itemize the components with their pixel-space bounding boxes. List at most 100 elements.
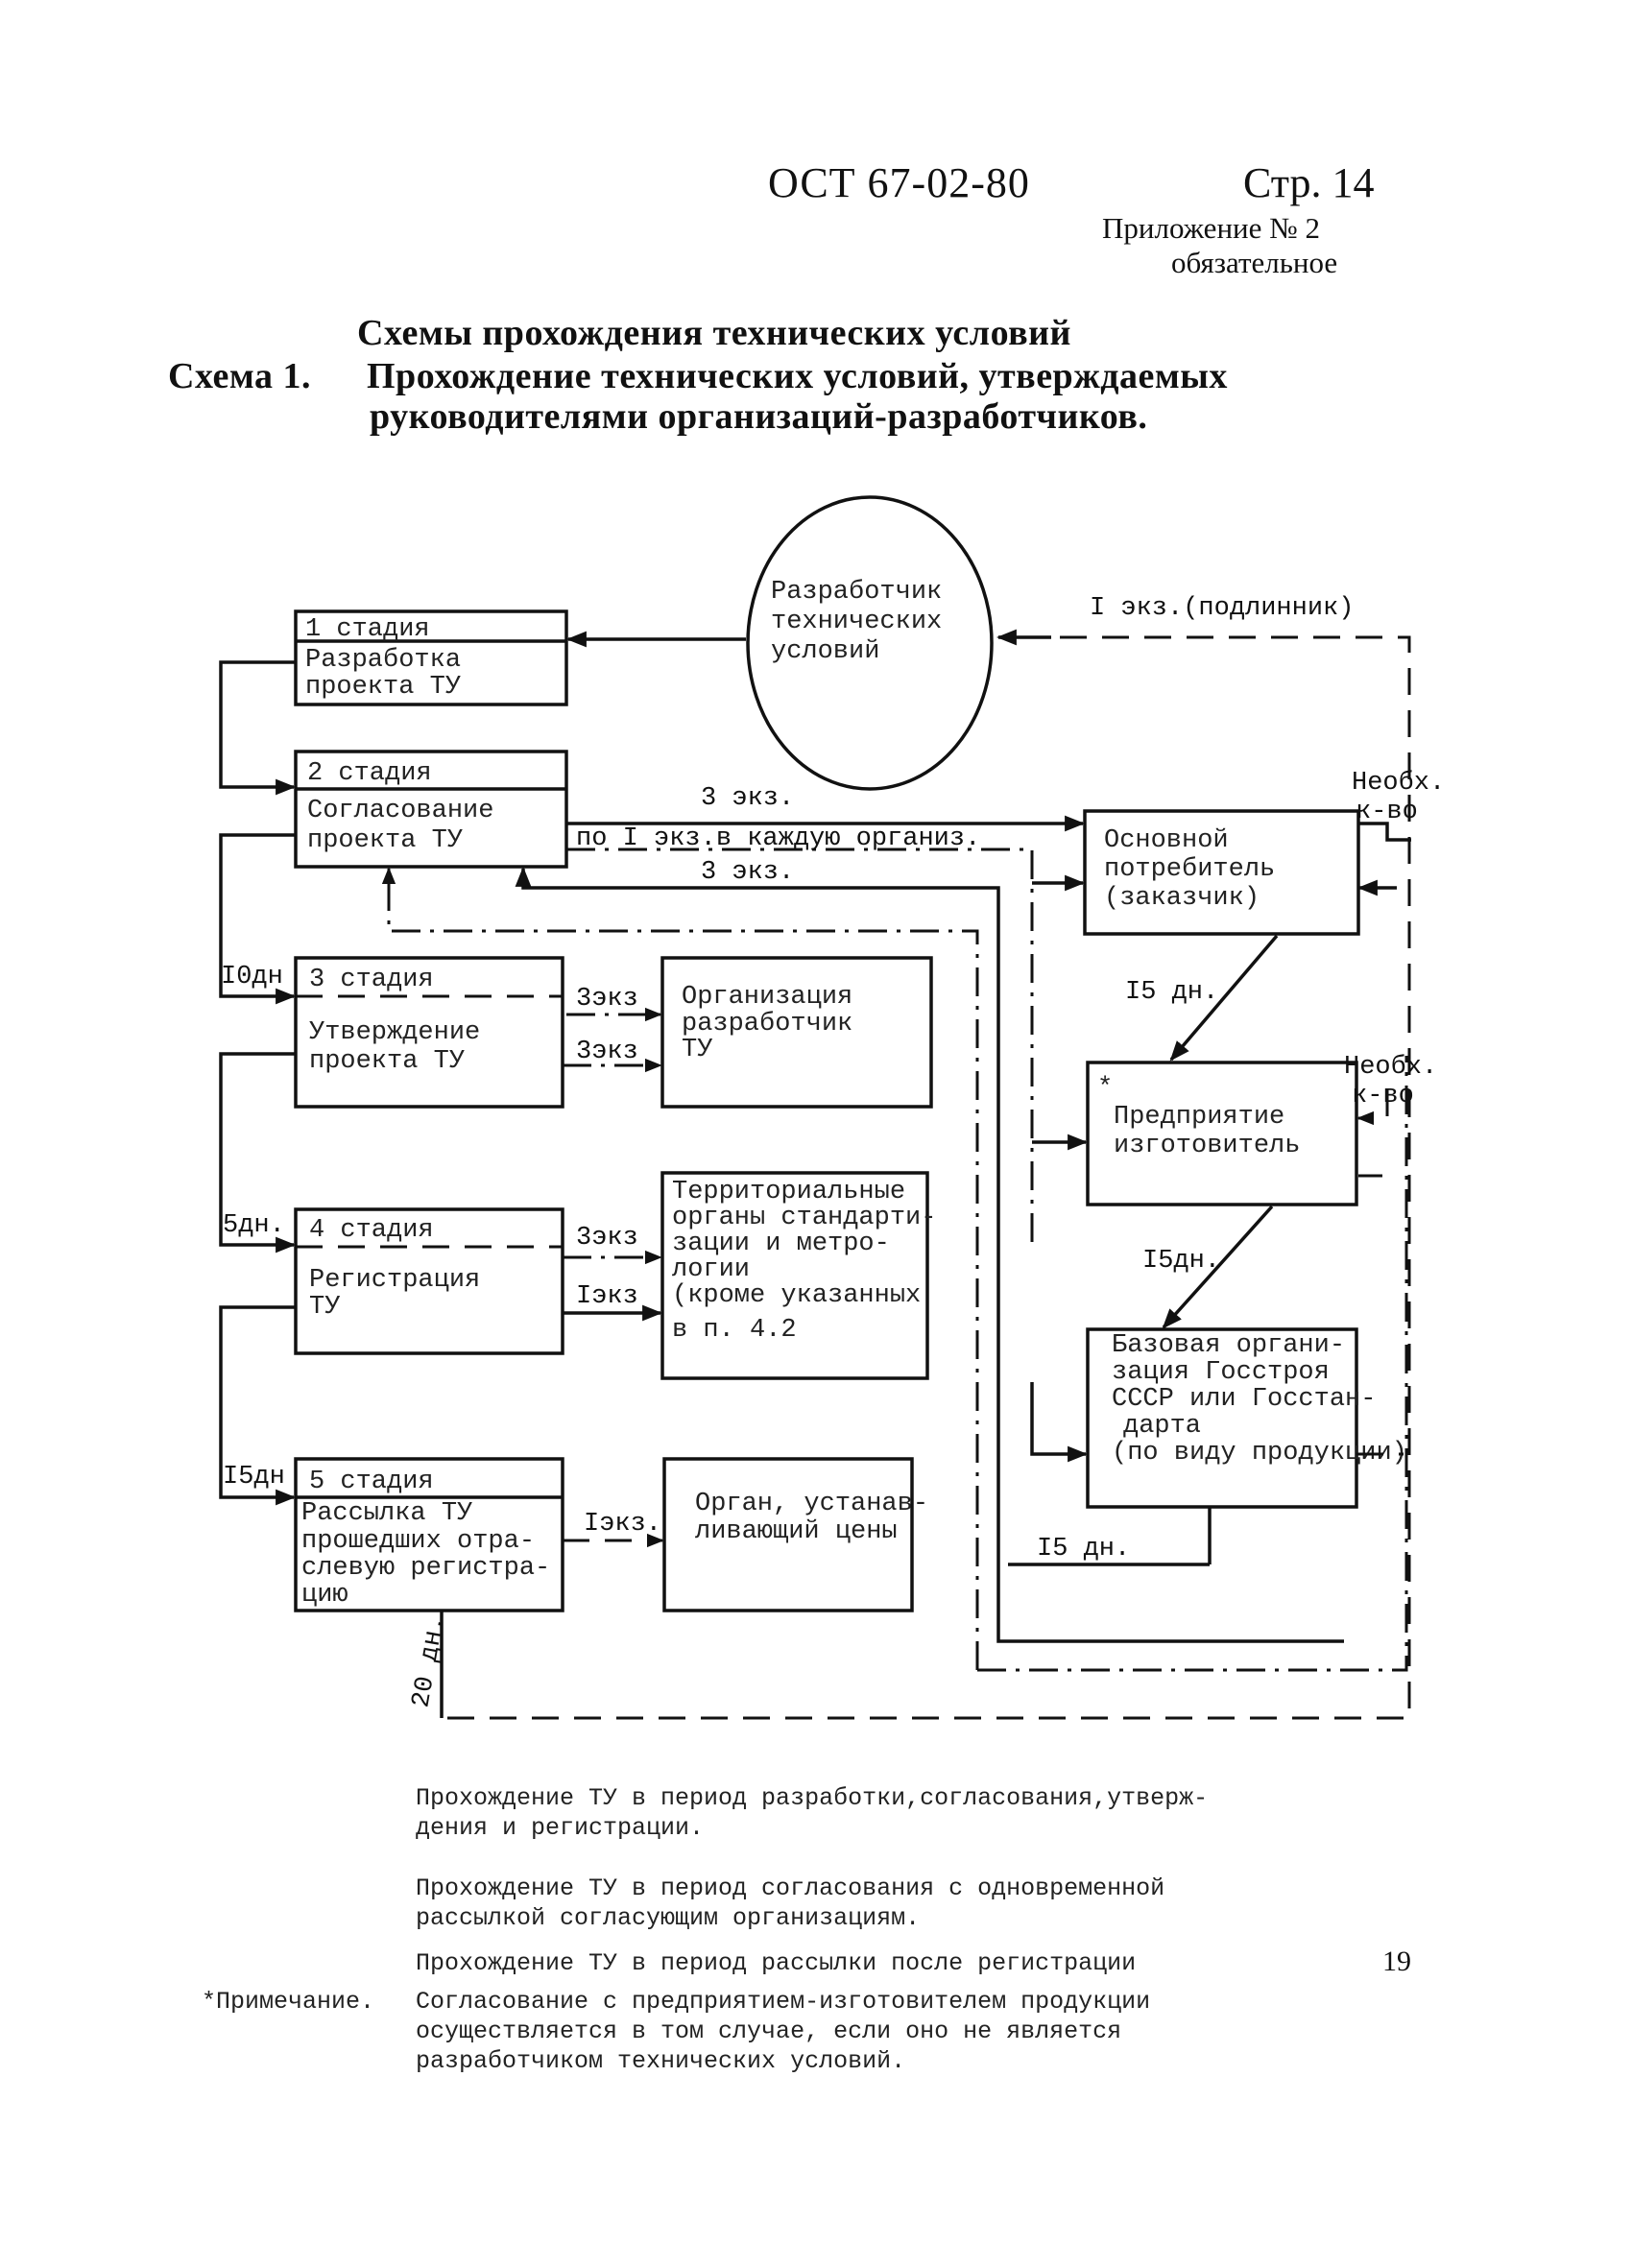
org-territorial-line-5: (кроме указанных xyxy=(672,1281,921,1310)
days-15-stage5-label: I5дн xyxy=(223,1463,285,1492)
copies-3-c-label: 3экз xyxy=(576,1224,638,1253)
stage-5-head: 5 стадия xyxy=(309,1468,434,1496)
original-copy-label: I экз.(подлинник) xyxy=(1090,594,1354,623)
org-territorial-line-6: в п. 4.2 xyxy=(672,1316,797,1345)
scheme-title: Прохождение технических условий, утвержд… xyxy=(367,356,1228,396)
org-base-line-1: Базовая органи- xyxy=(1112,1331,1345,1360)
stage-4-box: 4 стадия Регистрация ТУ xyxy=(294,1207,564,1355)
org-territorial-box: Территориальные органы стандарти- зации … xyxy=(660,1171,936,1380)
org-manufacturer-mark: * xyxy=(1097,1074,1113,1103)
org-manufacturer-box: * Предприятие изготовитель xyxy=(1086,1061,1358,1206)
org-territorial-line-3: зации и метро- xyxy=(672,1229,890,1258)
org-developer-box: Организация разработчик ТУ xyxy=(660,956,933,1109)
scheme-number: Схема 1. xyxy=(168,356,311,396)
line-consumer-right xyxy=(1358,822,1411,842)
one-copy-each-label: по I экз.в каждую организ. xyxy=(576,824,980,853)
org-developer-line-1: Организация xyxy=(682,983,852,1012)
stage-4-line-1: Регистрация xyxy=(309,1266,480,1295)
note-continuation: осуществляется в том случае, если оно не… xyxy=(416,2017,1121,2076)
org-price-line-1: Орган, устанав- xyxy=(695,1490,928,1518)
stage-2-box: 2 стадия Согласование проекта ТУ xyxy=(294,750,568,869)
stage-5-line-1: Рассылка ТУ xyxy=(301,1499,472,1528)
legend-item-dashed: Прохождение ТУ в период рассылки после р… xyxy=(416,1948,1136,1978)
stage-3-box: 3 стадия Утверждение проекта ТУ xyxy=(294,956,564,1109)
arrow-stage2-to-stage3 xyxy=(219,833,297,1005)
stage-3-line-2: проекта ТУ xyxy=(309,1047,465,1076)
days-15-a-label: I5 дн. xyxy=(1125,978,1218,1007)
arrow-dashdot-return-stage2 xyxy=(381,867,979,1670)
copies-3-b-label: 3экз xyxy=(576,1038,638,1066)
needed-2a-label: Необх. xyxy=(1344,1053,1437,1082)
days-5-label: 5дн. xyxy=(223,1211,285,1240)
legend-item-dashdot: Прохождение ТУ в период согласования с о… xyxy=(416,1874,1164,1933)
stage-5-line-4: цию xyxy=(301,1581,348,1610)
document-code: ОСТ 67-02-80 xyxy=(768,159,1030,206)
line-dashdot-loop xyxy=(977,1056,1408,1672)
note-label: *Примечание. xyxy=(202,1988,375,2016)
legend-dashdot-line-2: рассылкой согласующим организациям. xyxy=(416,1904,921,1932)
developer-label-3: условий xyxy=(771,637,879,666)
org-territorial-line-4: логии xyxy=(672,1255,750,1284)
arrow-right-to-manufacturer xyxy=(1356,1089,1389,1126)
arrow-consumer-to-manufacturer xyxy=(1169,934,1279,1062)
legend-item-solid: Прохождение ТУ в период разработки,согла… xyxy=(416,1783,1208,1843)
org-territorial-line-2: органы стандарти- xyxy=(672,1204,936,1232)
days-15-c-label: I5 дн. xyxy=(1037,1535,1130,1564)
copies-1-b-label: Iэкз. xyxy=(584,1510,661,1539)
note-text: Согласование с предприятием-изготовителе… xyxy=(416,1988,1151,2016)
developer-label-1: Разработчик xyxy=(771,578,942,607)
developer-label-2: технических xyxy=(771,608,942,636)
org-consumer-line-2: потребитель xyxy=(1104,855,1275,884)
stage-2-line-2: проекта ТУ xyxy=(307,826,463,855)
developer-circle xyxy=(746,495,994,791)
org-base-line-2: зация Госстроя xyxy=(1112,1358,1330,1387)
arrow-stage3-to-stage4 xyxy=(219,1052,297,1253)
org-consumer-line-3: (заказчик) xyxy=(1104,884,1260,913)
appendix-status: обязательное xyxy=(1171,246,1338,279)
three-copies-bottom-label: 3 экз. xyxy=(701,858,794,887)
days-20-label: 20 дн. xyxy=(407,1613,451,1710)
days-15-b-label: I5дн. xyxy=(1142,1247,1220,1276)
arrow-return-to-stage2 xyxy=(515,866,1000,1555)
org-base-line-4: дарта xyxy=(1123,1412,1201,1441)
arrow-to-base-org xyxy=(1030,1382,1089,1463)
note-cont-line-2: разработчиком технических условий. xyxy=(416,2047,906,2075)
legend-solid-line-1: Прохождение ТУ в период разработки,согла… xyxy=(416,1784,1209,1812)
line-one-copy-each xyxy=(566,848,1034,1248)
stage-2-line-1: Согласование xyxy=(307,797,493,825)
stage-5-line-2: прошедших отра- xyxy=(301,1527,535,1556)
org-price-line-2: ливающий цены xyxy=(695,1517,898,1546)
org-base-line-3: СССР или Госстан- xyxy=(1112,1385,1376,1414)
stage-3-head: 3 стадия xyxy=(309,966,434,994)
stage-1-head: 1 стадия xyxy=(305,615,430,644)
needed-2b-label: к-во xyxy=(1352,1082,1414,1110)
stage-5-line-3: слевую регистра- xyxy=(301,1554,550,1583)
needed-1b-label: к-во xyxy=(1356,798,1418,826)
scheme-title-cont: руководителями организаций-разработчиков… xyxy=(370,396,1148,437)
copies-1-a-label: Iэкз xyxy=(576,1282,638,1311)
org-manufacturer-line-2: изготовитель xyxy=(1114,1132,1300,1160)
appendix-label: Приложение № 2 xyxy=(1102,211,1320,245)
legend-solid-line-2: дения и регистрации. xyxy=(416,1814,705,1842)
org-consumer-box: Основной потребитель (заказчик) xyxy=(1083,809,1360,936)
line-base-return xyxy=(996,1555,1344,1643)
stage-3-line-1: Утверждение xyxy=(309,1018,480,1047)
org-base-box: Базовая органи- зация Госстроя СССР или … xyxy=(1086,1327,1407,1509)
stage-1-box: 1 стадия Разработка проекта ТУ xyxy=(294,609,568,706)
stage-1-line-1: Разработка xyxy=(305,646,461,675)
line-original-copy-loop xyxy=(440,635,1411,1720)
stage-4-head: 4 стадия xyxy=(309,1216,434,1245)
legend-dashed-line-1: Прохождение ТУ в период рассылки после р… xyxy=(416,1949,1137,1977)
org-manufacturer-line-1: Предприятие xyxy=(1114,1103,1284,1132)
copies-3-a-label: 3экз xyxy=(576,985,638,1014)
legend-dashdot-line-1: Прохождение ТУ в период согласования с о… xyxy=(416,1874,1165,1902)
three-copies-top-label: 3 экз. xyxy=(701,784,794,813)
stage-4-line-2: ТУ xyxy=(309,1293,340,1322)
section-title: Схемы прохождения технических условий xyxy=(357,313,1071,353)
arrow-manufacturer-to-base xyxy=(1162,1205,1274,1329)
arrow-stage4-to-stage5 xyxy=(219,1305,297,1506)
note-cont-line-1: осуществляется в том случае, если оно не… xyxy=(416,2017,1122,2045)
page-number: Стр. 14 xyxy=(1243,159,1375,206)
flow-diagram: Разработчик технических условий 1 стадия… xyxy=(219,495,1445,1720)
needed-1a-label: Необх. xyxy=(1352,769,1445,798)
